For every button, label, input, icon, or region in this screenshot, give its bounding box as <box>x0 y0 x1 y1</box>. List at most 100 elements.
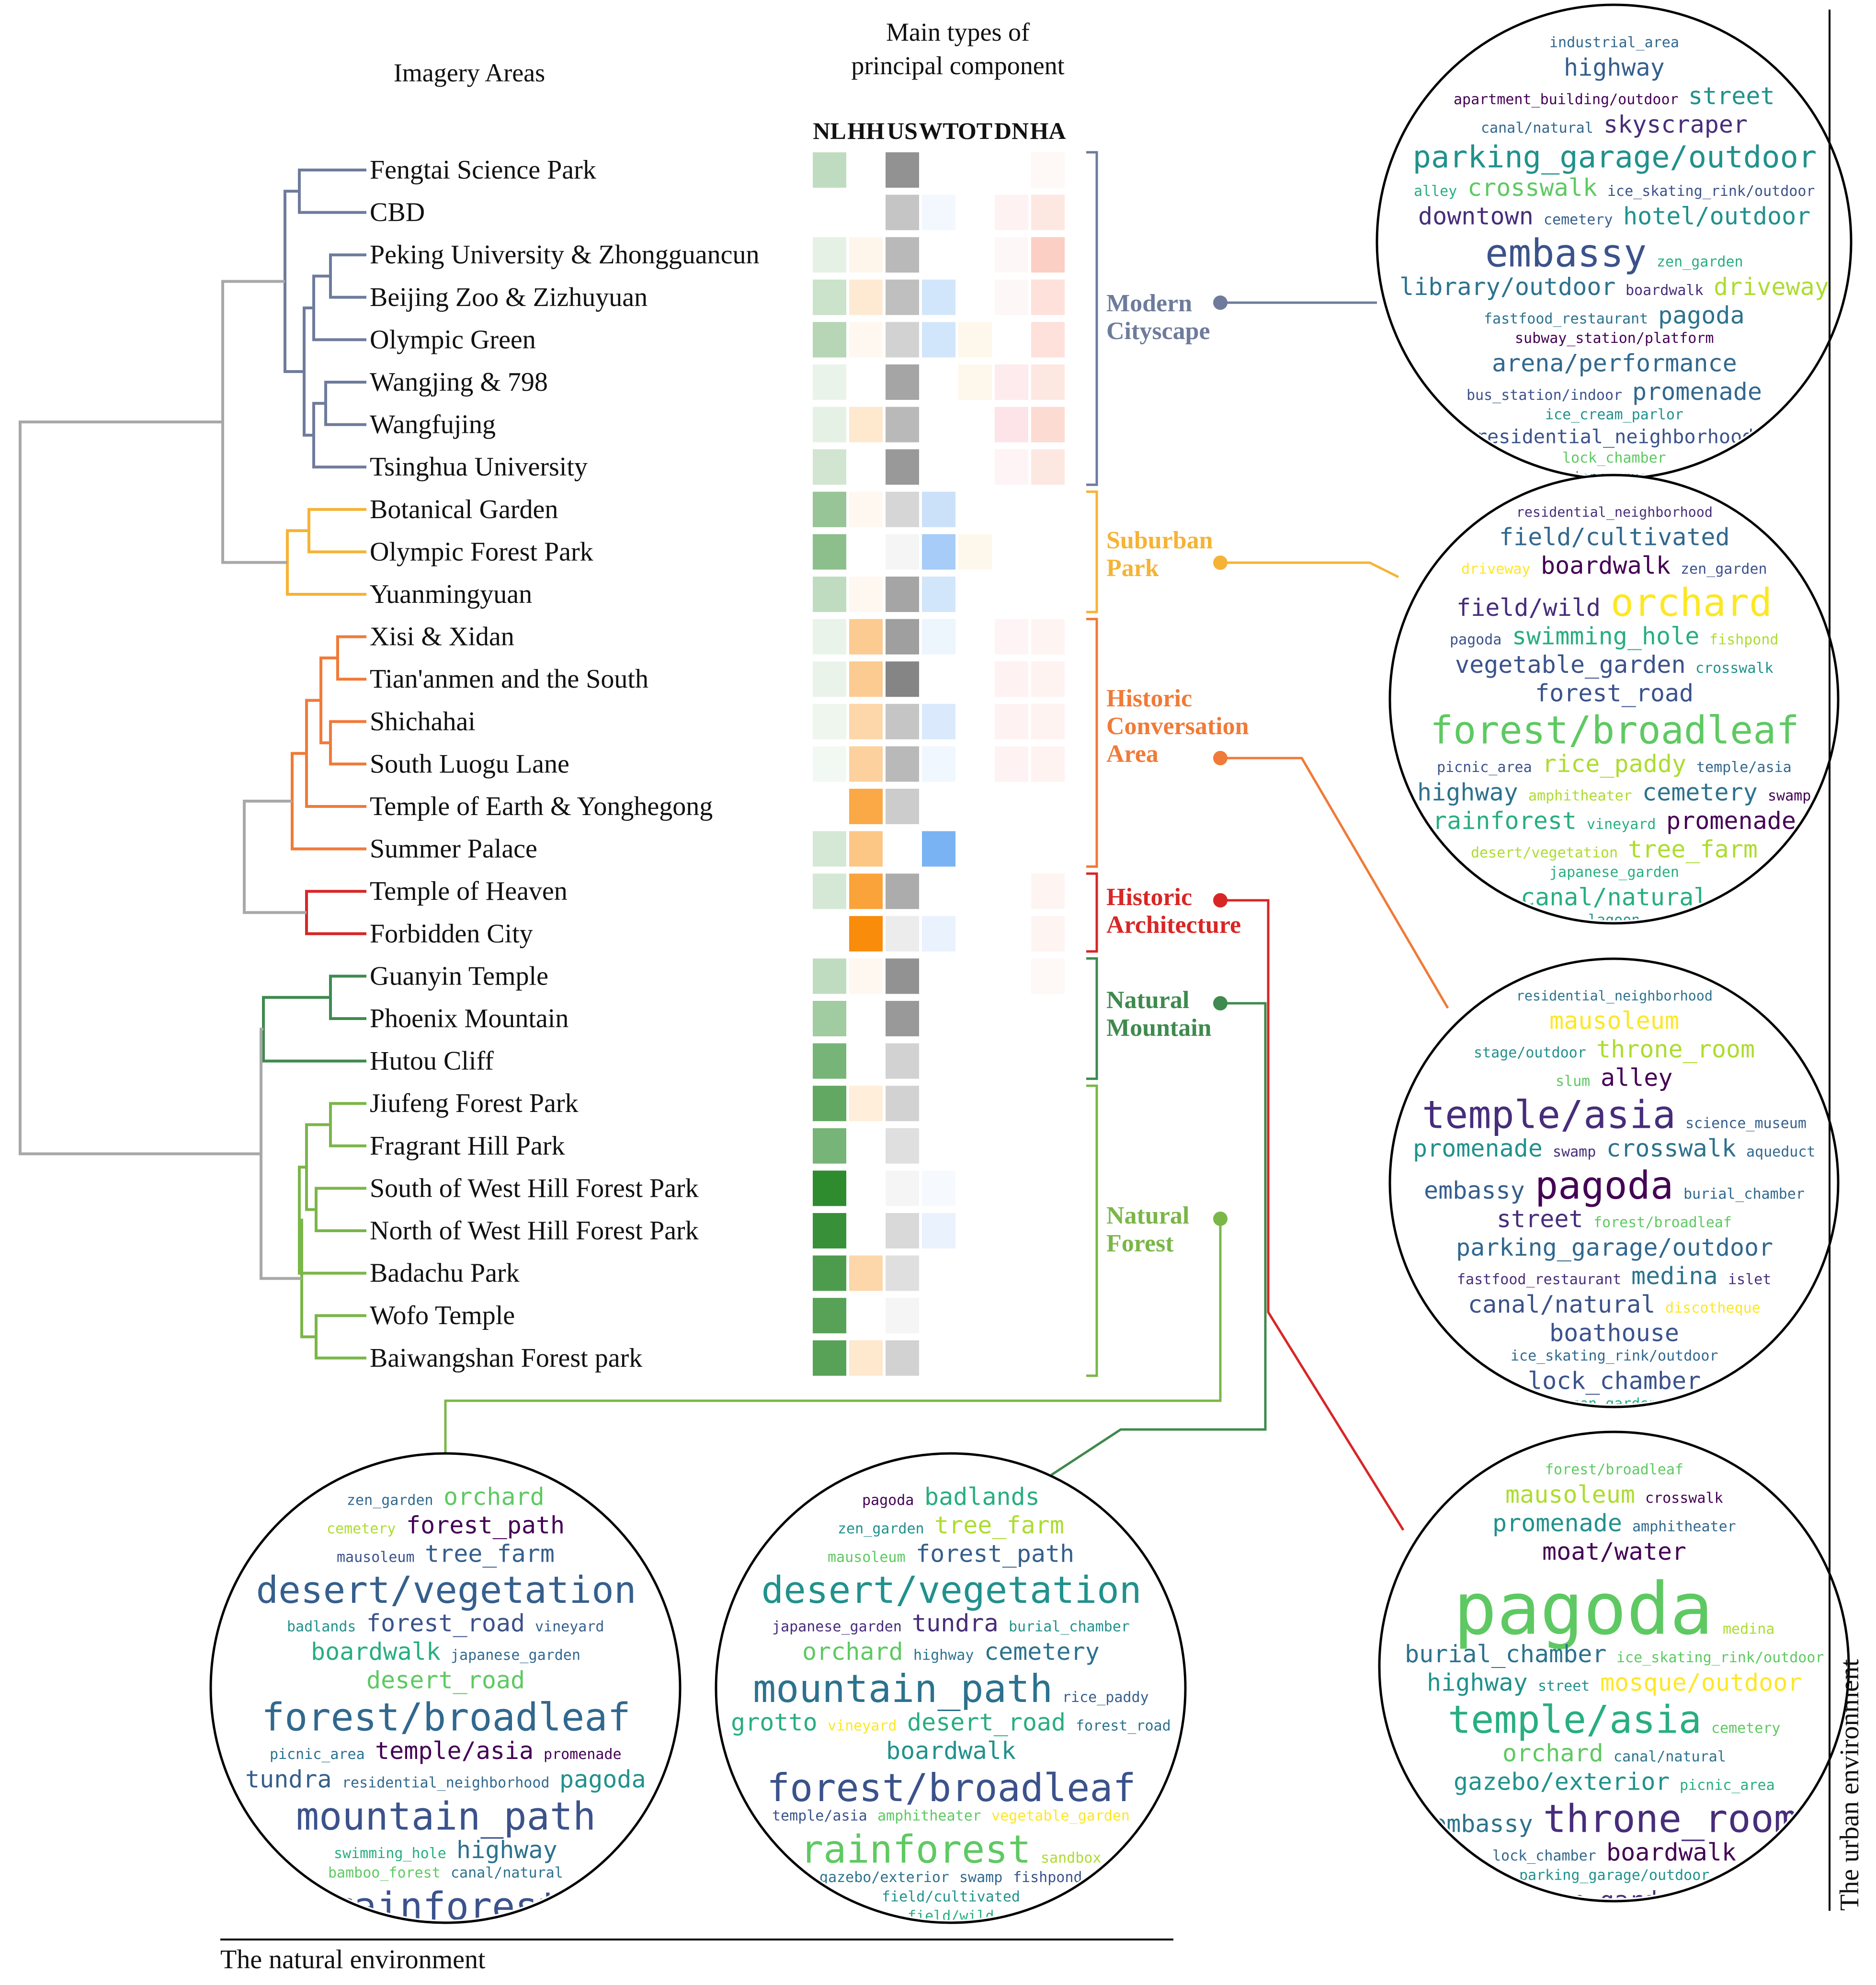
column-header-ot: OT <box>958 117 992 144</box>
group-bracket <box>1086 872 1098 953</box>
heatmap-cell <box>1031 364 1065 400</box>
cloud-word: canal/natural <box>1521 883 1708 911</box>
heatmap-cell <box>849 407 883 442</box>
cloud-word: throne_room <box>1543 1797 1797 1841</box>
cloud-word: discotheque <box>1665 1300 1761 1316</box>
dendrogram <box>19 169 366 1360</box>
cloud-word: mosque/outdoor <box>1600 1669 1802 1697</box>
heatmap-cell <box>886 491 919 527</box>
heatmap-cell <box>849 1340 883 1376</box>
cloud-word: bus_station/indoor <box>1467 387 1622 404</box>
area-label: Badachu Park <box>370 1259 520 1288</box>
cloud-word: temple/asia <box>1422 1092 1676 1137</box>
heatmap-cell <box>849 279 883 315</box>
heatmap-cell <box>922 619 955 655</box>
column-header-nl: NL <box>813 117 846 144</box>
cloud-connector-line <box>1220 899 1405 1531</box>
dendrogram-branch <box>298 169 366 214</box>
heatmap-cell <box>886 279 919 315</box>
heatmap-cell <box>886 407 919 442</box>
dendrogram-branch <box>315 1314 366 1360</box>
cloud-word: orchard <box>443 1483 545 1511</box>
heatmap-cell <box>849 237 883 273</box>
cloud-word: promenade <box>1666 807 1796 835</box>
cloud-word: highway <box>1564 54 1665 81</box>
dendrogram-branch <box>305 699 366 808</box>
cloud-word: japanese_garden <box>772 1619 902 1635</box>
cloud-word: boardwalk <box>886 1737 1016 1765</box>
cloud-word: forest_path <box>406 1511 565 1539</box>
area-label: Guanyin Temple <box>370 961 548 991</box>
cloud-word: swimming_hole <box>1512 622 1699 650</box>
cloud-word: vegetable_garden <box>1455 651 1686 679</box>
cloud-word: mausoleum <box>828 1549 906 1566</box>
cloud-word: hotel/outdoor <box>1623 203 1810 230</box>
heatmap-cell <box>813 279 846 315</box>
cloud-word: picnic_area <box>1680 1777 1775 1794</box>
cloud-word: medina <box>1723 1621 1774 1638</box>
cloud-word: embassy <box>1432 1810 1533 1838</box>
cloud-word: cemetery <box>1711 1720 1781 1737</box>
cloud-word: ice_skating_rink/outdoor <box>1511 1348 1718 1364</box>
cloud-word: crosswalk <box>1467 174 1597 202</box>
heatmap-cell <box>922 322 955 358</box>
column-header-us: US <box>887 117 918 144</box>
heatmap-cell <box>813 364 846 400</box>
cloud-word: embassy <box>1424 1177 1525 1204</box>
heatmap-cell <box>849 1255 883 1291</box>
column-header-hh: HH <box>847 117 885 144</box>
dendrogram-branch <box>284 190 304 373</box>
group-bracket <box>1086 618 1098 868</box>
heatmap-cell <box>813 322 846 358</box>
cloud-word: ice_skating_rink/outdoor <box>1607 183 1815 200</box>
cloud-word: promenade <box>1413 1134 1543 1162</box>
dendrogram-branch <box>329 720 366 766</box>
group-brackets: ModernCityscapeSuburbanParkHistoricConve… <box>1086 151 1249 1377</box>
heatmap-cell <box>886 619 919 655</box>
cloud-word: forest_path <box>916 1540 1074 1568</box>
heatmap-cell <box>995 703 1028 739</box>
cloud-word: highway <box>1427 1669 1528 1697</box>
word-cloud-circle <box>209 1452 682 1924</box>
word-cloud: industrial_areahighwayapartment_building… <box>1376 3 1853 480</box>
cloud-word: gazebo/exterior <box>819 1869 949 1886</box>
dendrogram-branch <box>336 635 366 681</box>
cloud-word: fastfood_restaurant <box>1484 311 1648 328</box>
heatmap-cell <box>813 449 846 485</box>
cloud-word: boathouse <box>1549 1319 1679 1347</box>
group-label: Conversation <box>1106 713 1249 740</box>
dendrogram-branch <box>324 381 366 426</box>
group-label: Natural <box>1106 1202 1189 1229</box>
cloud-word: lock_chamber <box>1562 450 1666 466</box>
group-label: Historic <box>1106 884 1192 911</box>
heatmap-cell <box>813 661 846 697</box>
heatmap-cell <box>886 1128 919 1164</box>
cloud-word: fastfood_restaurant <box>1457 1271 1621 1288</box>
heatmap-cell <box>813 1170 846 1206</box>
cloud-word: forest_road <box>1535 679 1694 707</box>
cloud-word: promenade <box>1632 378 1762 406</box>
dendrogram-branch <box>19 420 261 1156</box>
area-label: Olympic Forest Park <box>370 537 593 567</box>
heatmap-cell <box>995 237 1028 273</box>
area-label: Hutou Cliff <box>370 1046 494 1076</box>
heatmap-cell <box>849 789 883 824</box>
group-label: Mountain <box>1106 1014 1212 1042</box>
heatmap-cell <box>995 449 1028 485</box>
cloud-word: tree_farm <box>1628 835 1758 863</box>
dendrogram-branch <box>299 1218 316 1338</box>
heatmap-cell <box>849 703 883 739</box>
group-label: Suburban <box>1106 527 1213 554</box>
cloud-word: field/wild <box>1456 594 1601 622</box>
heatmap-cell <box>813 1086 846 1122</box>
heatmap-cell <box>813 534 846 570</box>
dendrogram-branch <box>221 280 287 564</box>
heatmap-cell <box>886 873 919 909</box>
heatmap-cell <box>886 1298 919 1334</box>
heatmap-cell <box>1031 449 1065 485</box>
dendrogram-branch <box>286 529 366 596</box>
cloud-word: temple/asia <box>1696 759 1792 776</box>
dendrogram-branch <box>305 1123 330 1211</box>
cloud-word: lagoon <box>1588 912 1640 929</box>
